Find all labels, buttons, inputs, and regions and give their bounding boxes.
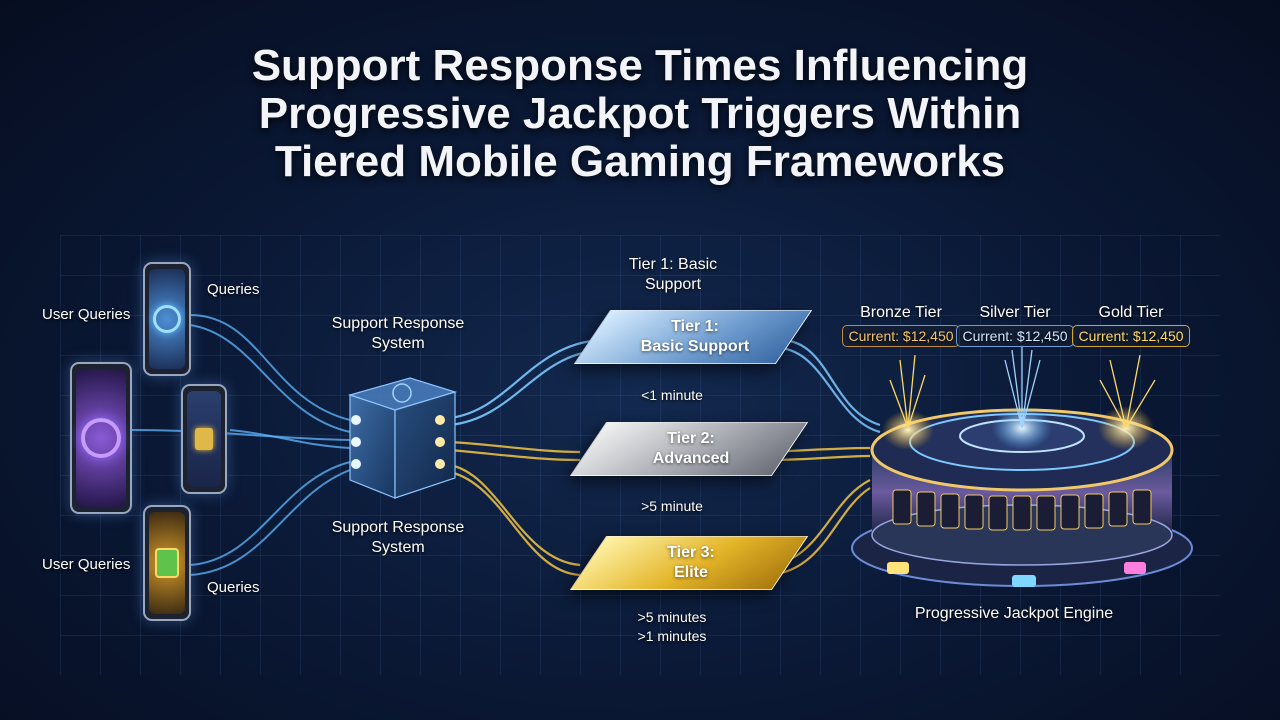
tier3-plate: Tier 3: Elite [569,536,809,590]
jackpot-sparks [889,345,1156,429]
slot-icon [155,548,179,578]
tier3-subtitle: Elite [674,564,708,581]
tier2-subtitle: Advanced [652,450,730,467]
phone-top [143,262,191,376]
hub-label-bottom: Support Response System [331,519,465,556]
phone-middle [181,384,227,494]
hub-to-tier2-flow [449,440,581,462]
gold-tier-name: Gold Tier [1098,304,1164,321]
title-line-3: Tiered Mobile Gaming Frameworks [274,137,1006,186]
silver-tier-current: Current: $12,450 [956,325,1074,347]
hub-to-tier3-flow [449,463,581,577]
hub-to-tier1-flow [449,338,601,427]
shield-icon [153,305,181,333]
tier3-time-line-2: >1 minutes [637,628,707,644]
phone-left-large [70,362,132,514]
tier-header-label: Tier 1: Basic Support [628,256,718,293]
queries-label-top: Queries [207,281,260,298]
silver-tier-name: Silver Tier [979,304,1051,321]
tier1-plate: Tier 1: Basic Support [573,310,813,364]
portal-icon [81,418,121,458]
tier1-to-engine-flow [779,338,881,434]
queries-label-bottom: Queries [207,579,260,596]
jackpot-engine [851,345,1193,587]
bronze-tier-name: Bronze Tier [860,304,942,321]
tier1-subtitle: Basic Support [640,338,750,355]
gold-tier-current: Current: $12,450 [1072,325,1190,347]
bronze-tier-current: Current: $12,450 [842,325,960,347]
page-title: Support Response Times Influencing Progr… [0,42,1280,186]
tier3-title: Tier 3: [667,544,715,561]
title-line-2: Progressive Jackpot Triggers Within [258,89,1022,138]
phone-to-hub-flows [129,314,351,576]
tier1-time: <1 minute [641,387,703,403]
tier1-title: Tier 1: [671,318,719,335]
reel-windows [892,489,1152,531]
user-queries-label-bottom: User Queries [42,556,131,573]
engine-label: Progressive Jackpot Engine [914,605,1114,622]
gold-tier-label: Gold Tier Current: $12,450 [1072,304,1190,347]
silver-tier-label: Silver Tier Current: $12,450 [956,304,1074,347]
game-card-icon [195,428,213,450]
tier3-time-line-1: >5 minutes [637,609,707,625]
tier2-time: >5 minute [641,498,703,514]
tier2-title: Tier 2: [667,430,715,447]
user-queries-label-top: User Queries [42,306,131,323]
hub-label-top: Support Response System [331,315,465,352]
support-hub-cube [347,377,458,499]
tier3-time: >5 minutes >1 minutes [612,608,732,646]
phone-bottom [143,505,191,621]
title-line-1: Support Response Times Influencing [251,41,1029,90]
tier2-plate: Tier 2: Advanced [569,422,809,476]
bronze-tier-label: Bronze Tier Current: $12,450 [842,304,960,347]
